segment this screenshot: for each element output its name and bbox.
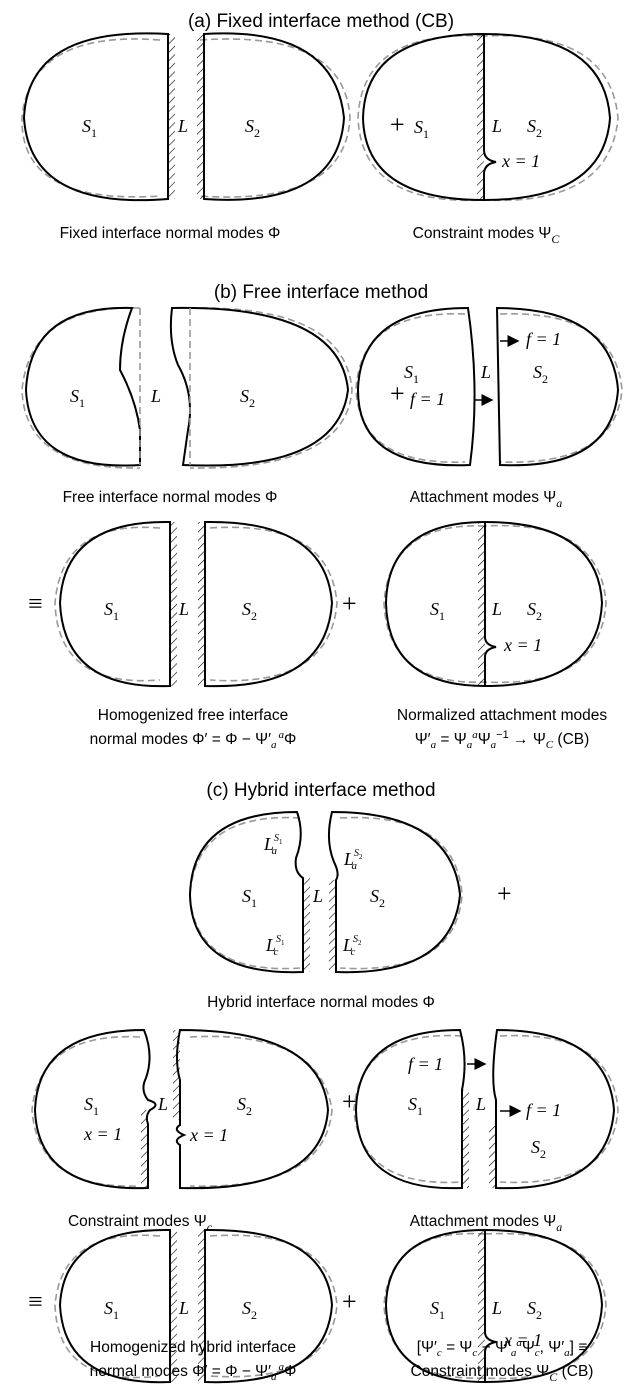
- b-row2-caption-left-1: Homogenized free interface: [98, 707, 288, 724]
- b-s2-label: S2: [240, 386, 255, 410]
- c2-x1-right: x = 1: [189, 1125, 228, 1145]
- b-right-assembly: f = 1 f = 1 S1 L S2: [355, 306, 623, 467]
- c-row2-left-assembly: S1 x = 1 L S2 x = 1: [31, 1028, 333, 1190]
- c3-f1-left: f = 1: [408, 1054, 443, 1074]
- b2-s2-label: S2: [533, 362, 548, 386]
- c3-l-label: L: [475, 1094, 486, 1114]
- c5-s2-label: S2: [527, 1298, 542, 1322]
- plus-sign: +: [342, 1087, 357, 1116]
- a2-s1-label: S1: [414, 117, 429, 141]
- c5-l-label: L: [491, 1298, 502, 1318]
- plus-sign: +: [342, 589, 357, 618]
- c-row3-left-assembly: S1 L S2: [54, 1228, 338, 1384]
- b-f1-right: f = 1: [526, 329, 561, 349]
- plus-sign: +: [342, 1287, 357, 1316]
- b-s1-label: S1: [70, 386, 85, 410]
- c2-s1-label: S1: [84, 1094, 99, 1118]
- b2-l-label: L: [480, 362, 491, 382]
- a-s2-label: S2: [245, 116, 260, 140]
- c4-l-label: L: [178, 1298, 189, 1318]
- b4-l-label: L: [491, 599, 502, 619]
- section-b-title: (b) Free interface method: [214, 282, 428, 303]
- c-row2-caption-right: Attachment modes Ψa: [410, 1213, 563, 1234]
- fixed-boundary-hatch: [170, 522, 177, 686]
- fixed-boundary-hatch: [478, 522, 485, 686]
- b4-x1-label: x = 1: [503, 635, 542, 655]
- c2-x1-left: x = 1: [83, 1124, 122, 1144]
- fixed-boundary-hatch: [462, 1090, 469, 1188]
- plus-sign: +: [390, 379, 405, 408]
- a2-x1-label: x = 1: [501, 151, 540, 171]
- fixed-boundary-hatch: [141, 1110, 148, 1188]
- a-left-assembly: S1 L S2: [21, 32, 351, 202]
- c-hybrid-caption: Hybrid interface normal modes Φ: [207, 994, 435, 1011]
- b4-s2-label: S2: [527, 599, 542, 623]
- equiv-sign: ≡: [28, 589, 43, 618]
- b-row2-caption-right-2: Ψ′a = ΨaaΨa−1 → ΨC (CB): [415, 729, 590, 751]
- fixed-boundary-hatch: [198, 1230, 205, 1382]
- a2-s2-label: S2: [527, 116, 542, 140]
- c-row2-caption-left: Constraint modes Ψc: [68, 1213, 213, 1234]
- b-row2-caption-right-1: Normalized attachment modes: [397, 707, 607, 724]
- a-s1-label: S1: [82, 116, 97, 140]
- section-a-title: (a) Fixed interface method (CB): [188, 11, 454, 32]
- c5-x1-label: x = 1: [503, 1330, 542, 1350]
- b3-s2-label: S2: [242, 599, 257, 623]
- b3-s1-label: S1: [104, 599, 119, 623]
- c-row3-caption-right-2: Constraint modes ΨC (CB): [411, 1363, 594, 1384]
- c-row3-caption-left-2: normal modes Φ′ = Φ − Ψ′aaΦ: [90, 1361, 297, 1383]
- fixed-boundary-hatch: [303, 878, 310, 972]
- c4-s1-label: S1: [104, 1298, 119, 1322]
- c-s2-label: S2: [370, 886, 385, 910]
- fixed-boundary-hatch: [329, 880, 336, 972]
- b-row2-right-assembly: S1 L S2 x = 1: [383, 520, 607, 688]
- section-c-title: (c) Hybrid interface method: [206, 780, 435, 801]
- c-row3-right-assembly: S1 L S2 x = 1: [383, 1228, 607, 1384]
- b3-l-label: L: [178, 599, 189, 619]
- c-l-label: L: [312, 886, 323, 906]
- a-l-label: L: [177, 116, 188, 136]
- c-row3-caption-right-1: [Ψ′c = Ψc − Ψ′aaΨc, Ψ′a] ≡: [417, 1337, 588, 1359]
- c3-s1-label: S1: [408, 1094, 423, 1118]
- plus-sign: +: [390, 110, 405, 139]
- fixed-boundary-hatch: [173, 1030, 180, 1120]
- b-row2-left-assembly: S1 L S2: [54, 520, 338, 688]
- c3-f1-right: f = 1: [526, 1100, 561, 1120]
- c-row2-right-assembly: f = 1 f = 1 S1 L S2: [353, 1028, 619, 1190]
- fixed-boundary-hatch: [477, 34, 484, 200]
- fixed-boundary-hatch: [197, 34, 204, 199]
- a-caption-left: Fixed interface normal modes Φ: [60, 225, 281, 242]
- b-l-label: L: [150, 386, 161, 406]
- a-right-assembly: S1 L S2 x = 1: [357, 32, 619, 202]
- c4-s2-label: S2: [242, 1298, 257, 1322]
- fixed-boundary-hatch: [168, 34, 175, 199]
- plus-sign: +: [497, 879, 512, 908]
- b-caption-left: Free interface normal modes Φ: [63, 489, 278, 506]
- c5-s1-label: S1: [430, 1298, 445, 1322]
- b-caption-right: Attachment modes Ψa: [410, 489, 563, 510]
- b-row2-caption-left-2: normal modes Φ′ = Φ − Ψ′aaΦ: [90, 729, 297, 751]
- c-row3-caption-left-1: Homogenized hybrid interface: [90, 1339, 296, 1356]
- fixed-boundary-hatch: [478, 1230, 485, 1382]
- b-left-assembly: S1 L S2: [21, 306, 353, 469]
- a-caption-right: Constraint modes ΨC: [413, 225, 561, 246]
- fixed-boundary-hatch: [170, 1230, 177, 1382]
- c2-l-label: L: [157, 1094, 168, 1114]
- a2-l-label: L: [491, 116, 502, 136]
- b4-s1-label: S1: [430, 599, 445, 623]
- c3-s2-label: S2: [531, 1137, 546, 1161]
- b2-s1-label: S1: [404, 362, 419, 386]
- c-s1-label: S1: [242, 886, 257, 910]
- fixed-boundary-hatch: [489, 1125, 496, 1188]
- c2-s2-label: S2: [237, 1094, 252, 1118]
- b-f1-left: f = 1: [410, 389, 445, 409]
- fixed-boundary-hatch: [198, 522, 205, 686]
- equiv-sign: ≡: [28, 1287, 43, 1316]
